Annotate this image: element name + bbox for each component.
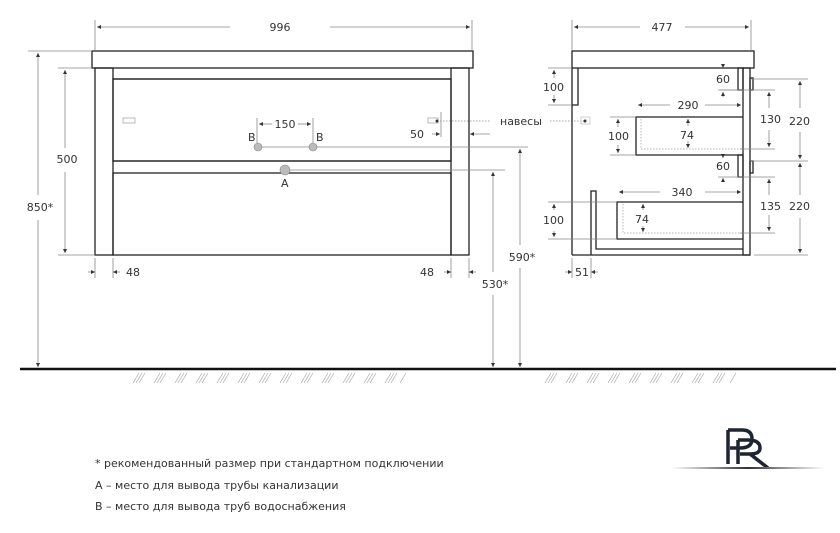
drawer2-depth-dim: 340 — [672, 186, 693, 199]
drawer2-inner-dim: 74 — [635, 213, 649, 226]
front-view — [91, 50, 474, 256]
right-leg — [450, 67, 470, 256]
pipe-spacing-dim: 150 — [275, 118, 296, 131]
total-height-dim: 850* — [27, 201, 54, 214]
width-dim: 996 — [270, 21, 291, 34]
a-height-dim: 530* — [482, 278, 509, 291]
note-pipe-a: А – место для вывода трубы канализации — [95, 479, 339, 492]
pipe-a-icon — [279, 164, 291, 176]
right-leg-dim: 48 — [420, 266, 434, 279]
drawer1-inner-dim: 74 — [680, 129, 694, 142]
hanger-label: навесы — [500, 115, 542, 128]
body-height-dim: 500 — [57, 153, 78, 166]
drawer1-depth-dim: 290 — [678, 99, 699, 112]
note-recommended: * рекомендованный размер при стандартном… — [95, 457, 444, 470]
floor-hatch — [132, 372, 737, 384]
pipe-b-left-icon — [253, 142, 263, 152]
drawer1-front-dim: 130 — [760, 113, 781, 126]
gap-top-dim: 60 — [716, 73, 730, 86]
left-leg — [94, 67, 114, 256]
b-height-dim: 590* — [509, 251, 536, 264]
countertop — [91, 50, 474, 69]
pipe-a-label: A — [281, 177, 289, 190]
pipe-b-right-label: B — [316, 131, 324, 144]
brand-logo — [672, 428, 824, 470]
section1-dim: 220 — [789, 115, 810, 128]
pipe-b-left-label: B — [248, 131, 256, 144]
pipe-b-right-icon — [308, 142, 318, 152]
drawer2-front-dim: 135 — [760, 200, 781, 213]
section2-dim: 220 — [789, 200, 810, 213]
note-pipe-b: В – место для вывода труб водоснабжения — [95, 500, 346, 513]
left-leg-dim: 48 — [126, 266, 140, 279]
gap-mid-dim: 60 — [716, 160, 730, 173]
hanger-offset-dim: 50 — [410, 128, 424, 141]
hanger-icon — [583, 119, 587, 123]
depth-dim: 477 — [652, 21, 673, 34]
handle-icon — [122, 117, 136, 124]
back-panel-dim: 100 — [543, 81, 564, 94]
drawer1-height-dim: 100 — [608, 130, 629, 143]
plinth-dim: 51 — [575, 266, 589, 279]
side-countertop — [571, 50, 755, 69]
drawer2-height-dim: 100 — [543, 214, 564, 227]
